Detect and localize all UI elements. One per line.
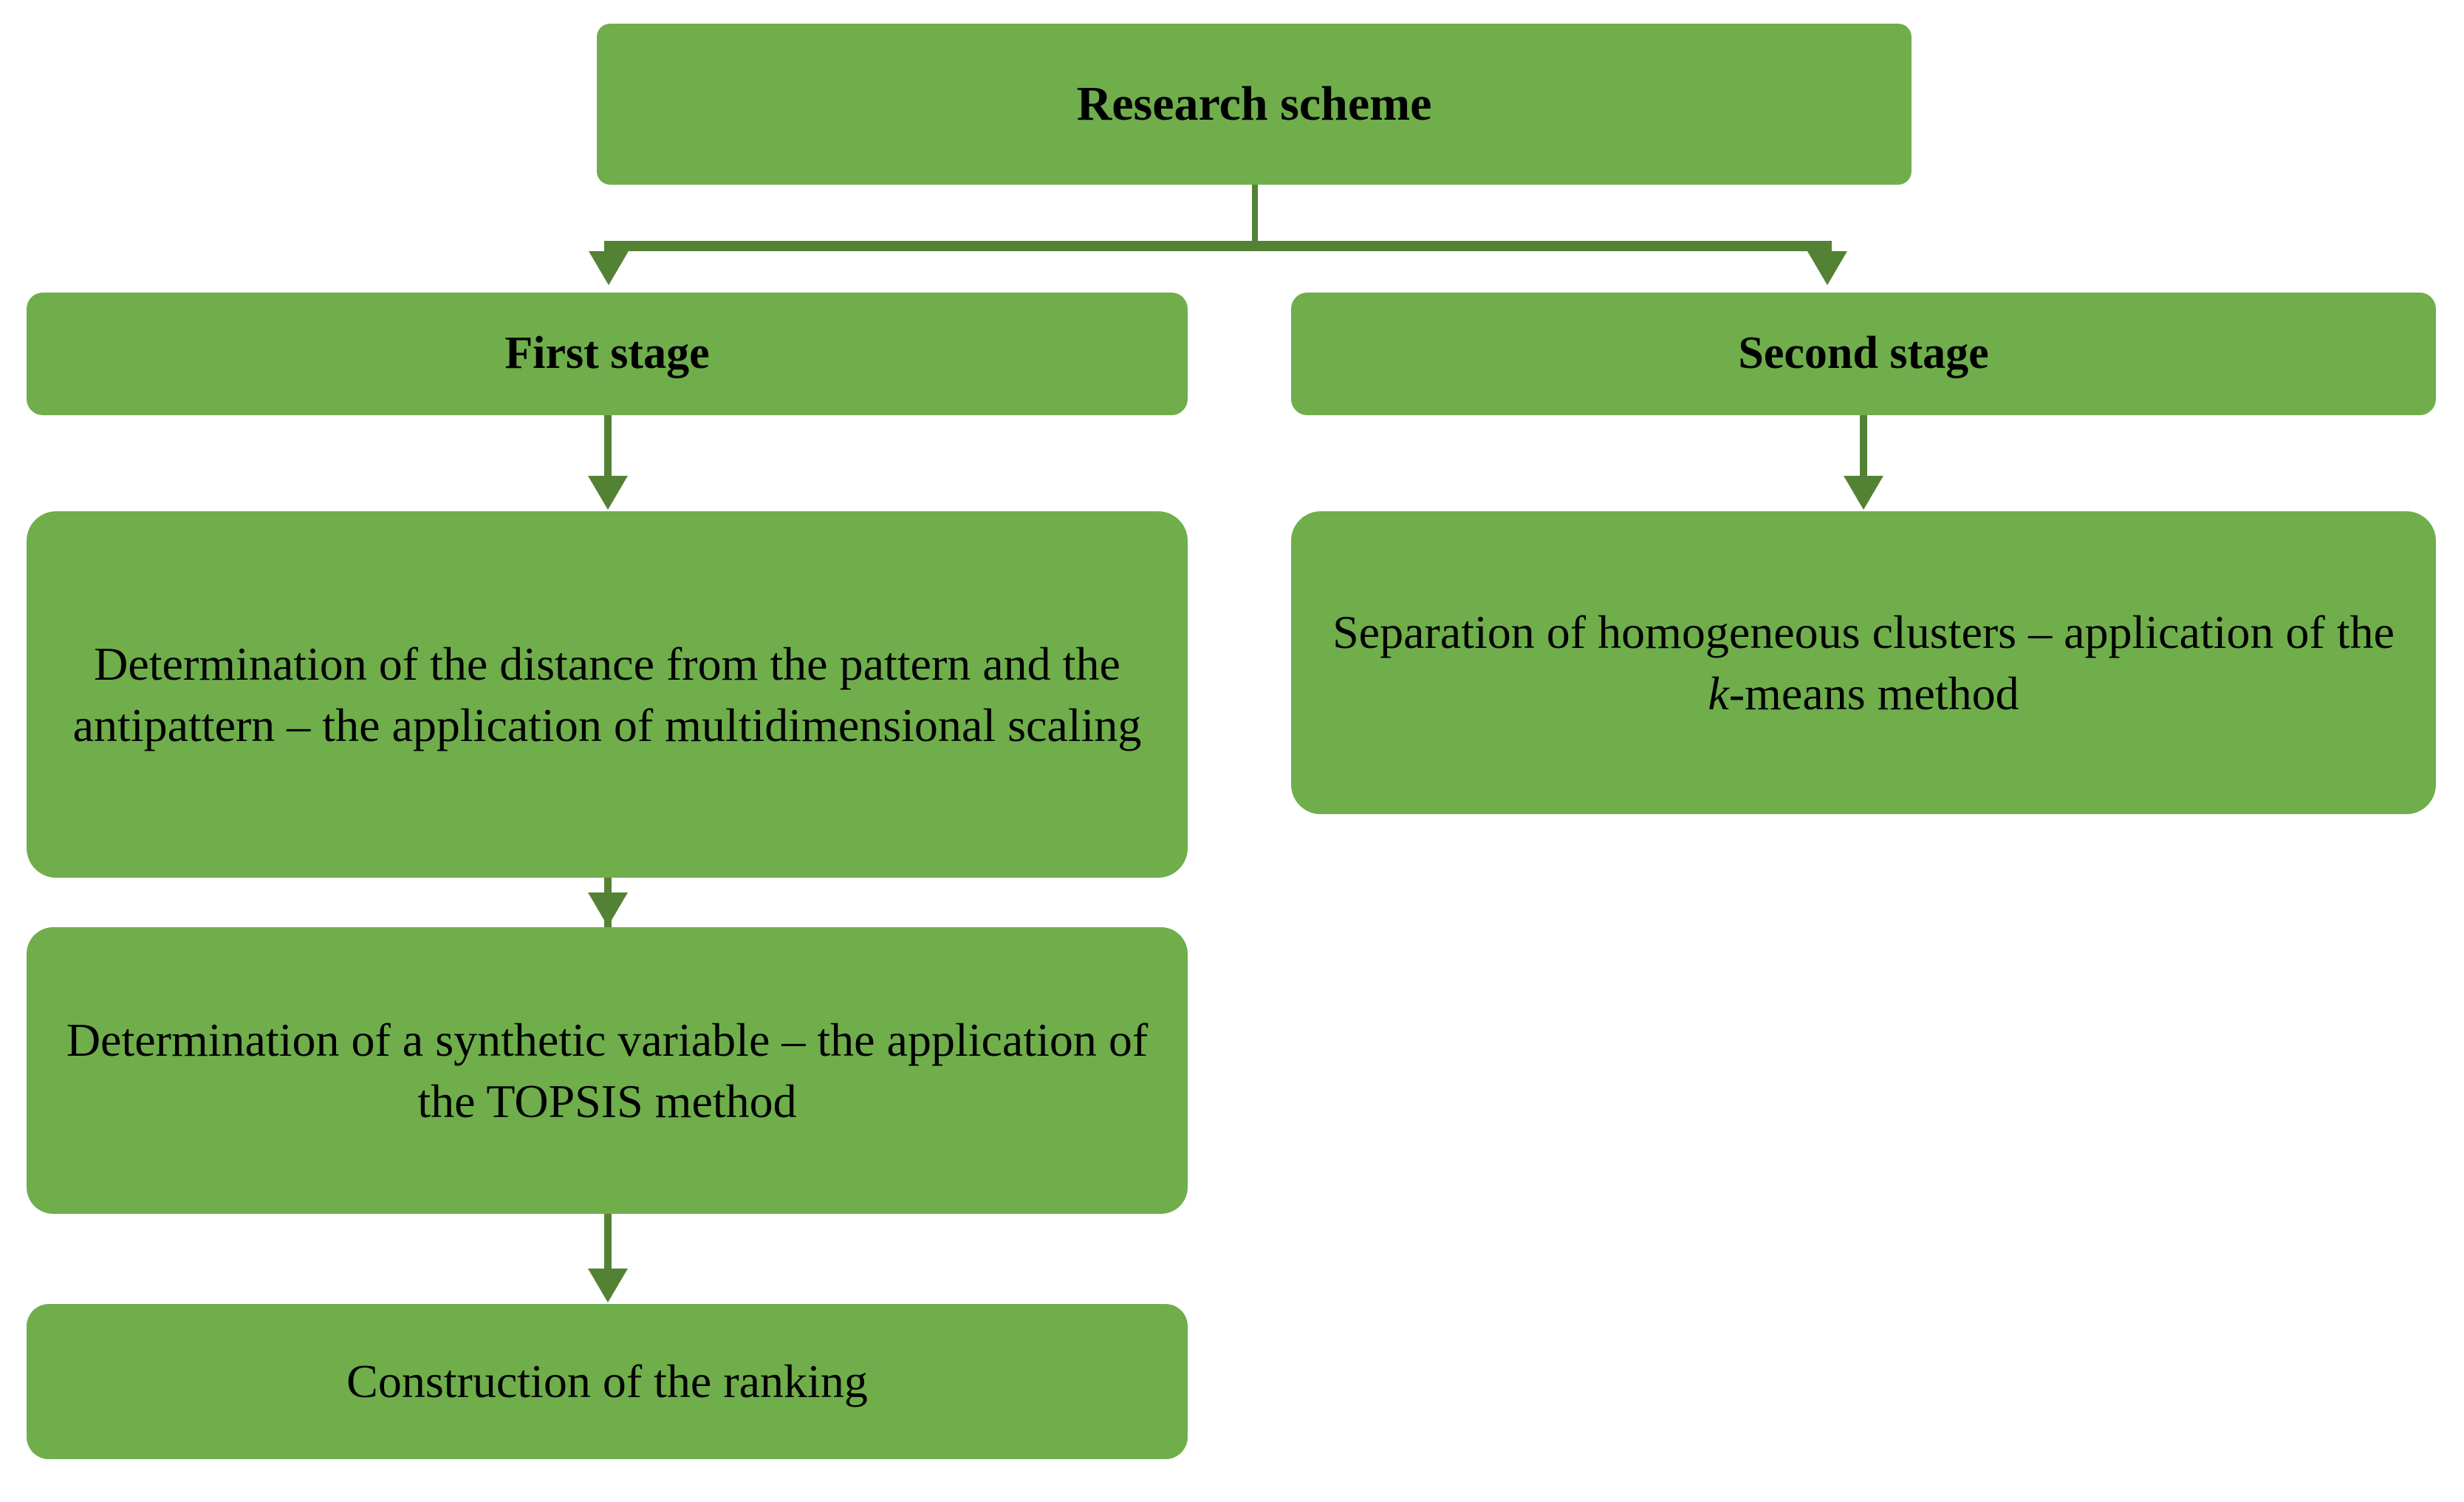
node-research-scheme-label: Research scheme: [1076, 77, 1432, 132]
node-research-scheme[interactable]: Research scheme: [597, 24, 1912, 185]
node-distance-determination[interactable]: Determination of the distance from the p…: [27, 511, 1188, 878]
node-distance-determination-label: Determination of the distance from the p…: [72, 637, 1142, 751]
clusters-label-part1: Separation of homogeneous clusters – app…: [1332, 605, 2395, 658]
clusters-label-italic-k: k: [1708, 667, 1729, 720]
arrow-down-icon-synthetic-to-ranking: [588, 1269, 628, 1303]
connector-root-bus-bar: [604, 241, 1832, 251]
node-synthetic-variable[interactable]: Determination of a synthetic variable – …: [27, 927, 1188, 1214]
node-ranking-construction[interactable]: Construction of the ranking: [27, 1304, 1188, 1459]
connector-synthetic-to-ranking: [604, 1214, 612, 1273]
arrow-down-icon-distance-to-synthetic: [588, 892, 628, 926]
node-ranking-construction-label: Construction of the ranking: [346, 1355, 868, 1408]
connector-root-stem: [1252, 185, 1258, 247]
connector-stage1-to-distance: [604, 415, 612, 477]
node-first-stage[interactable]: First stage: [27, 293, 1188, 415]
node-second-stage-label: Second stage: [1738, 328, 1989, 379]
clusters-label-part2: -means method: [1728, 667, 2019, 720]
node-second-stage[interactable]: Second stage: [1291, 293, 2436, 415]
node-synthetic-variable-label: Determination of a synthetic variable – …: [66, 1013, 1149, 1127]
arrow-down-icon-stage1-to-distance: [588, 476, 628, 510]
connector-stage2-to-clusters: [1860, 415, 1867, 477]
node-homogeneous-clusters[interactable]: Separation of homogeneous clusters – app…: [1291, 511, 2436, 814]
node-first-stage-label: First stage: [504, 328, 710, 379]
node-homogeneous-clusters-label: Separation of homogeneous clusters – app…: [1291, 601, 2436, 724]
arrow-down-icon-root-to-stage1: [589, 251, 629, 285]
arrow-down-icon-root-to-stage2: [1807, 251, 1847, 285]
arrow-down-icon-stage2-to-clusters: [1844, 476, 1883, 510]
